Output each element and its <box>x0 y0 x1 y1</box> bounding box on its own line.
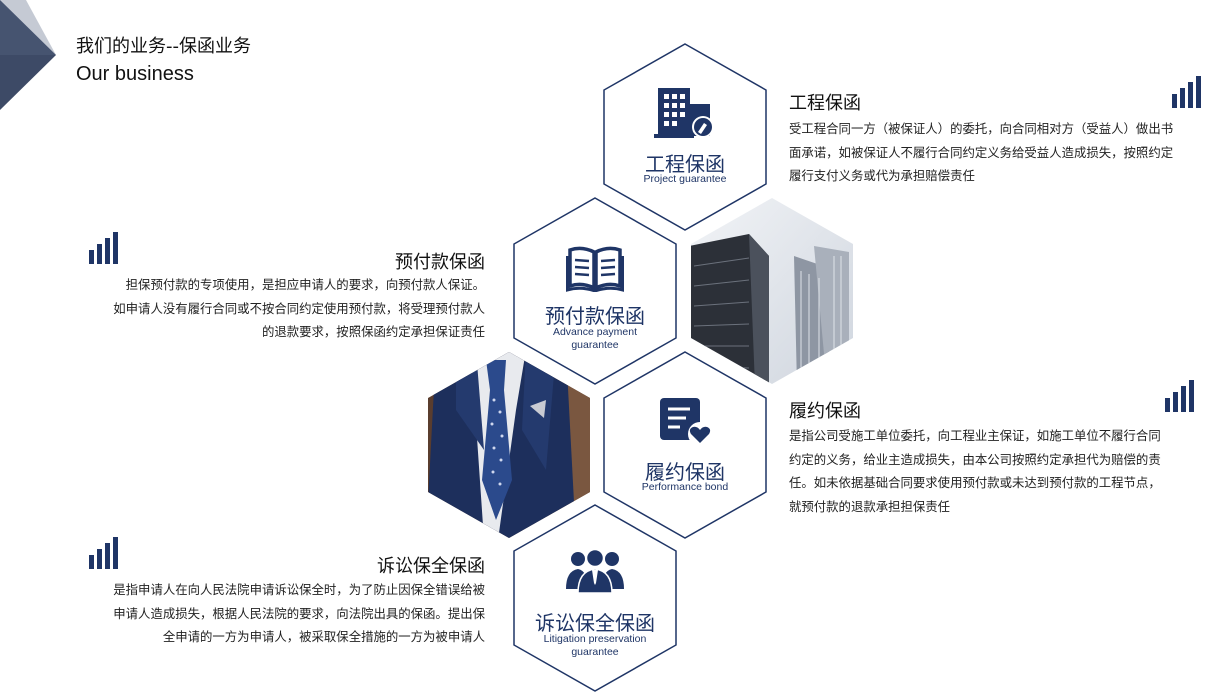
description-line: 担保预付款的专项使用，是担应申请人的要求，向预付款人保证。 <box>125 277 485 292</box>
section-litigation-description: 是指申请人在向人民法院申请诉讼保全时，为了防止因保全错误给被 申请人造成损失，根… <box>65 578 485 649</box>
skyscraper-photo <box>691 198 853 384</box>
bar-chart-icon <box>89 537 118 569</box>
section-advance-title: 预付款保函 <box>395 252 485 273</box>
section-project-title: 工程保函 <box>789 93 861 114</box>
description-line: 的退款要求，按照保函约定承担保证责任 <box>261 324 485 339</box>
hex-advance-subtitle: Advance payment guarantee <box>552 326 638 351</box>
description-line: 就预付款的退款承担担保责任 <box>789 498 951 514</box>
corner-triangle-decoration <box>0 0 56 110</box>
people-group-icon <box>566 549 624 593</box>
description-line: 全申请的一方为申请人，被采取保全措施的一方为被申请人 <box>162 629 485 644</box>
description-line: 是指申请人在向人民法院申请诉讼保全时，为了防止因保全错误给被 <box>113 582 485 597</box>
bar-chart-icon <box>1165 380 1194 412</box>
page-subtitle: Our business <box>76 63 194 85</box>
section-project-description: 受工程合同一方（被保证人）的委托，向合同相对方（受益人）做出书 面承诺，如被保证… <box>789 117 1209 188</box>
bar-chart-icon <box>1172 76 1201 108</box>
description-line: 任。如未依据基础合同要求使用预付款或未达到预付款的工程节点， <box>789 475 1161 490</box>
hex-performance-bond[interactable]: 履约保函 Performance bond <box>602 350 768 540</box>
section-advance-description: 担保预付款的专项使用，是担应申请人的要求，向预付款人保证。 如申请人没有履行合同… <box>65 273 485 344</box>
description-line: 履行支付义务或代为承担赔偿责任 <box>789 168 975 183</box>
businessman-photo <box>428 352 590 538</box>
description-line: 申请人造成损失，根据人民法院的要求，向法院出具的保函。提出保 <box>113 605 485 621</box>
description-line: 约定的义务，给业主造成损失，由本公司按照约定承担代为赔偿的责 <box>789 451 1161 467</box>
page-title: 我们的业务--保函业务 <box>76 36 251 57</box>
section-performance-description: 是指公司受施工单位委托，向工程业主保证，如施工单位不履行合同 约定的义务，给业主… <box>789 424 1209 518</box>
building-icon <box>654 88 714 138</box>
description-line: 面承诺，如被保证人不履行合同约定义务给受益人造成损失，按照约定 <box>789 144 1174 160</box>
section-performance-title: 履约保函 <box>789 401 861 422</box>
hex-performance-title: 履约保函 <box>645 460 725 484</box>
hex-advance-title: 预付款保函 <box>545 304 645 328</box>
hex-litigation-preservation-guarantee[interactable]: 诉讼保全保函 Litigation preservation guarantee <box>512 503 678 693</box>
description-line: 是指公司受施工单位委托，向工程业主保证，如施工单位不履行合同 <box>789 428 1161 443</box>
section-litigation-title: 诉讼保全保函 <box>377 556 485 577</box>
hex-project-subtitle: Project guarantee <box>643 173 727 185</box>
hex-performance-subtitle: Performance bond <box>641 481 729 493</box>
book-icon <box>566 246 624 292</box>
document-heart-icon <box>660 398 712 446</box>
description-line: 受工程合同一方（被保证人）的委托，向合同相对方（受益人）做出书 <box>789 121 1174 136</box>
hex-advance-payment-guarantee[interactable]: 预付款保函 Advance payment guarantee <box>512 196 678 386</box>
hex-project-title: 工程保函 <box>645 152 725 176</box>
bar-chart-icon <box>89 232 118 264</box>
hex-litigation-subtitle: Litigation preservation guarantee <box>543 633 647 658</box>
hex-project-guarantee[interactable]: 工程保函 Project guarantee <box>602 42 768 232</box>
description-line: 如申请人没有履行合同或不按合同约定使用预付款，将受理预付款人 <box>113 300 485 316</box>
hex-litigation-title: 诉讼保全保函 <box>535 611 655 635</box>
